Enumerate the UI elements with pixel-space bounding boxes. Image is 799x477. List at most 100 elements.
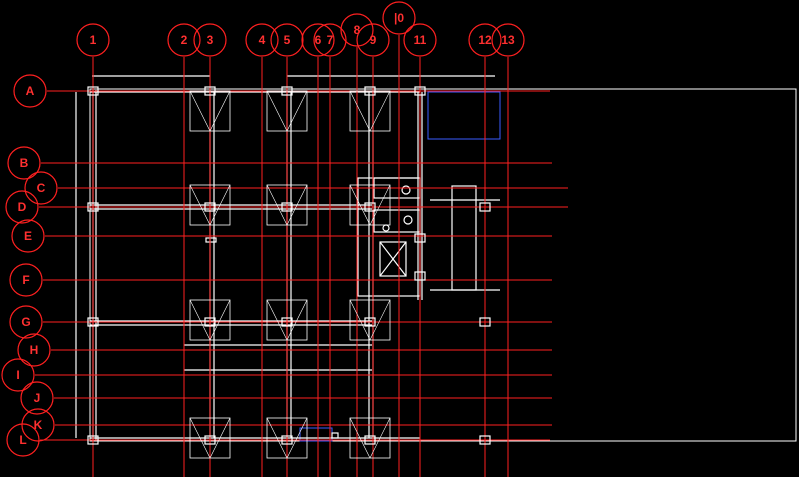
column-axis-bubble bbox=[468, 23, 502, 57]
column-axis-bubble bbox=[382, 1, 416, 35]
toilet-fixture bbox=[401, 185, 411, 195]
column-axis-bubble bbox=[167, 23, 201, 57]
footing-hatch bbox=[349, 417, 371, 459]
footing-hatch bbox=[209, 90, 231, 132]
column-axis-label: 4 bbox=[259, 33, 266, 47]
structural-column bbox=[204, 317, 216, 327]
structural-column bbox=[87, 202, 99, 212]
structural-column bbox=[479, 202, 491, 212]
column-axis-label: 11 bbox=[414, 33, 427, 47]
column-axis-bubble bbox=[491, 23, 525, 57]
door-mark bbox=[331, 432, 339, 439]
footing-hatch bbox=[286, 417, 308, 459]
structural-column bbox=[281, 202, 293, 212]
column-axis-bubble bbox=[76, 23, 110, 57]
footing-hatch bbox=[209, 417, 231, 459]
row-axis-label: C bbox=[37, 181, 46, 195]
column-axis-bubble bbox=[301, 23, 335, 57]
footing-hatch bbox=[369, 90, 391, 132]
elevator-shaft bbox=[379, 241, 407, 277]
footing-hatch bbox=[189, 417, 211, 459]
structural-column bbox=[414, 271, 426, 281]
footing-hatch bbox=[189, 90, 211, 132]
row-axis-bubble bbox=[7, 146, 41, 180]
row-axis-bubble bbox=[11, 219, 45, 253]
footing-hatch bbox=[266, 184, 288, 226]
row-axis-bubble bbox=[13, 74, 47, 108]
row-axis-label: E bbox=[24, 229, 32, 243]
row-axis-label: F bbox=[22, 273, 29, 287]
footing-hatch bbox=[369, 417, 391, 459]
footing-hatch bbox=[189, 184, 211, 226]
column-axis-label: 6 bbox=[315, 33, 322, 47]
footing-hatch bbox=[286, 90, 308, 132]
columns-layer bbox=[87, 86, 491, 459]
footing-hatch bbox=[369, 184, 391, 226]
row-axis-bubble bbox=[24, 171, 58, 205]
column-axis-label: |0 bbox=[394, 11, 404, 25]
column-axis-label: 5 bbox=[284, 33, 291, 47]
column-axis-bubble bbox=[270, 23, 304, 57]
column-axis-bubble bbox=[340, 13, 374, 47]
column-axis-bubble bbox=[403, 23, 437, 57]
row-axis-label: K bbox=[34, 418, 43, 432]
structural-column bbox=[364, 435, 376, 445]
row-axis-bubble bbox=[21, 408, 55, 442]
structural-column bbox=[414, 233, 426, 243]
outer-boundary bbox=[89, 88, 797, 442]
footing-hatch bbox=[209, 299, 231, 341]
column-axis-label: 2 bbox=[181, 33, 188, 47]
row-axis-bubble bbox=[5, 190, 39, 224]
column-axis-bubble bbox=[245, 23, 279, 57]
structural-column bbox=[204, 435, 216, 445]
row-axis-bubble bbox=[9, 263, 43, 297]
grid-lines-layer bbox=[35, 35, 568, 477]
footing-hatch bbox=[349, 299, 371, 341]
row-axis-bubble bbox=[20, 381, 54, 415]
door-mark bbox=[205, 237, 217, 243]
footing-hatch bbox=[266, 299, 288, 341]
column-axis-bubble bbox=[193, 23, 227, 57]
row-axis-label: G bbox=[21, 315, 30, 329]
footing-hatch bbox=[266, 417, 288, 459]
footing-hatch bbox=[209, 184, 231, 226]
elevator-cross bbox=[379, 241, 407, 277]
structural-column bbox=[364, 317, 376, 327]
row-axis-label: I bbox=[16, 368, 19, 382]
column-axis-bubble bbox=[313, 23, 347, 57]
footing-hatch bbox=[286, 184, 308, 226]
structural-column bbox=[87, 317, 99, 327]
structural-column bbox=[204, 202, 216, 212]
structural-column bbox=[87, 435, 99, 445]
structural-column bbox=[414, 86, 426, 96]
row-axis-bubble bbox=[1, 358, 35, 392]
row-axis-label: J bbox=[34, 391, 41, 405]
column-axis-label: 3 bbox=[207, 33, 214, 47]
structural-column bbox=[281, 435, 293, 445]
footing-hatch bbox=[349, 90, 371, 132]
column-axis-label: 12 bbox=[478, 33, 492, 47]
column-axis-bubble bbox=[356, 23, 390, 57]
footing-hatch bbox=[266, 90, 288, 132]
structural-column bbox=[479, 317, 491, 327]
column-axis-label: 13 bbox=[501, 33, 515, 47]
column-axis-label: 8 bbox=[354, 23, 361, 37]
footing-hatch bbox=[369, 299, 391, 341]
footing-hatch bbox=[286, 299, 308, 341]
structural-column bbox=[479, 435, 491, 445]
row-axis-label: A bbox=[26, 84, 35, 98]
toilet-fixture bbox=[403, 215, 413, 225]
row-axis-bubble bbox=[6, 423, 40, 457]
row-axis-label: D bbox=[18, 200, 27, 214]
structural-column bbox=[87, 86, 99, 96]
blue-detail-box bbox=[427, 91, 501, 140]
structural-column bbox=[364, 202, 376, 212]
row-axis-label: L bbox=[19, 433, 26, 447]
column-axis-label: 7 bbox=[327, 33, 334, 47]
row-axis-bubble bbox=[17, 333, 51, 367]
column-axis-label: 9 bbox=[370, 33, 377, 47]
row-axis-label: B bbox=[20, 156, 29, 170]
footing-hatch bbox=[349, 184, 371, 226]
